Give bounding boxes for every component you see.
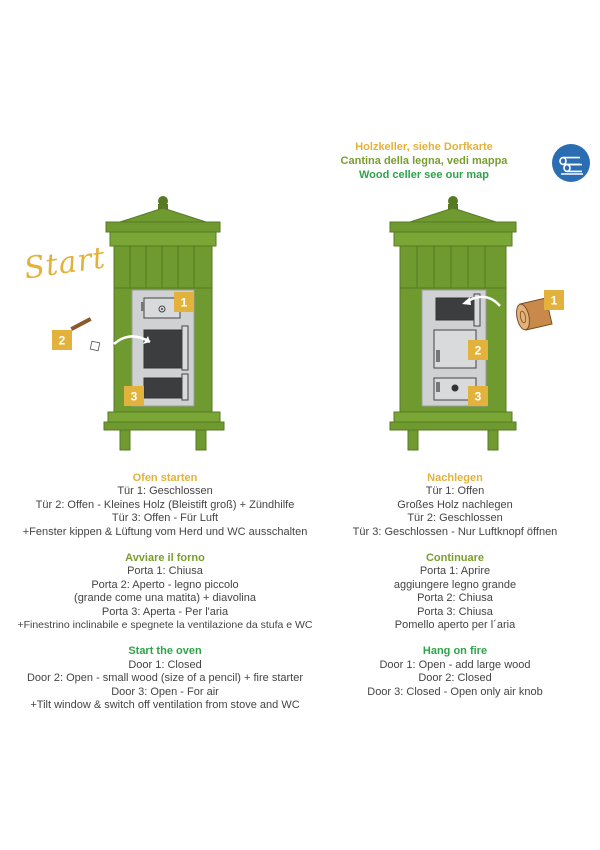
section-heading: Hang on fire [422, 645, 488, 658]
badge-2: 2 [468, 340, 488, 360]
stove-roof [389, 196, 517, 247]
section-continuare: Continuare Porta 1: Aprire aggiungere le… [340, 552, 570, 632]
instruction-line: Door 1: Closed [128, 658, 202, 671]
instruction-line: Porta 3: Chiusa [417, 605, 493, 618]
door-3 [143, 373, 189, 401]
instruction-line: Tür 1: Offen [425, 485, 485, 498]
instruction-line: Porta 2: Aperto - legno piccolo [91, 578, 239, 591]
instruction-line: +Tilt window & switch off ventilation fr… [30, 699, 300, 712]
wood-cellar-en: Wood celler see our map [358, 169, 489, 181]
instruction-line: Door 2: Open - small wood (size of a pen… [26, 672, 304, 685]
wood-cellar-de: Holzkeller, siehe Dorfkarte [355, 141, 493, 153]
instruction-line: Door 2: Closed [418, 672, 492, 685]
section-start-the-oven: Start the oven Door 1: Closed Door 2: Op… [0, 645, 330, 712]
left-instructions: Ofen starten Tür 1: Geschlossen Tür 2: O… [0, 472, 330, 726]
badge-3: 3 [468, 386, 488, 406]
instruction-line: Porta 3: Aperta - Per l'aria [101, 605, 229, 618]
right-stove: 1 2 3 [389, 196, 564, 451]
badge-2: 2 [52, 330, 72, 350]
svg-text:2: 2 [475, 344, 482, 358]
instruction-line: Tür 2: Offen - Kleines Holz (Bleistift g… [35, 498, 295, 511]
instruction-line: Pomello aperto per l´aria [394, 619, 516, 632]
badge-1: 1 [174, 292, 194, 312]
section-heading: Start the oven [128, 645, 202, 658]
instruction-line: Großes Holz nachlegen [397, 498, 513, 511]
section-hang-on-fire: Hang on fire Door 1: Open - add large wo… [340, 645, 570, 699]
badge-3: 3 [124, 386, 144, 406]
instruction-line: +Finestrino inclinabile e spegnete la ve… [17, 619, 313, 632]
instruction-line: Door 1: Open - add large wood [379, 658, 531, 671]
instruction-line: Porta 2: Chiusa [417, 592, 493, 605]
door-2 [143, 325, 189, 371]
svg-text:1: 1 [181, 296, 188, 310]
section-heading: Nachlegen [427, 472, 483, 484]
section-heading: Ofen starten [132, 472, 198, 484]
section-ofen-starten: Ofen starten Tür 1: Geschlossen Tür 2: O… [0, 472, 330, 539]
section-heading: Continuare [425, 552, 485, 565]
instruction-line: Porta 1: Aprire [419, 565, 491, 578]
wood-stack-icon [552, 144, 590, 182]
instruction-line: Porta 1: Chiusa [127, 565, 203, 578]
left-stove: 1 2 3 [52, 196, 225, 451]
instruction-line: +Fenster kippen & Lüftung vom Herd und W… [22, 525, 308, 538]
instruction-line: aggiungere legno grande [393, 578, 517, 591]
badge-1: 1 [544, 290, 564, 310]
instruction-line: Tür 3: Geschlossen - Nur Luftknopf öffne… [352, 525, 558, 538]
section-heading: Avviare il forno [125, 552, 205, 565]
small-wood-icon [70, 317, 92, 331]
instruction-line: Door 3: Closed - Open only air knob [367, 685, 543, 698]
stove-roof [105, 196, 221, 247]
instruction-line: Tür 1: Geschlossen [117, 485, 213, 498]
instruction-line: Tür 3: Offen - Für Luft [111, 512, 219, 525]
right-instructions: Nachlegen Tür 1: Offen Großes Holz nachl… [340, 472, 570, 712]
instruction-line: Door 3: Open - For air [111, 685, 219, 698]
svg-text:2: 2 [59, 334, 66, 348]
instruction-line: Tür 2: Geschlossen [407, 512, 503, 525]
svg-text:3: 3 [131, 390, 138, 404]
section-avviare-il-forno: Avviare il forno Porta 1: Chiusa Porta 2… [0, 552, 330, 632]
section-nachlegen: Nachlegen Tür 1: Offen Großes Holz nachl… [340, 472, 570, 539]
instruction-line: (grande come una matita) + diavolina [74, 592, 256, 605]
svg-text:1: 1 [551, 294, 558, 308]
wood-cellar-it: Cantina della legna, vedi mappa [340, 155, 508, 167]
fire-starter-icon [89, 340, 101, 352]
wood-cellar-note: Holzkeller, siehe Dorfkarte Cantina dell… [300, 140, 548, 182]
svg-text:3: 3 [475, 390, 482, 404]
